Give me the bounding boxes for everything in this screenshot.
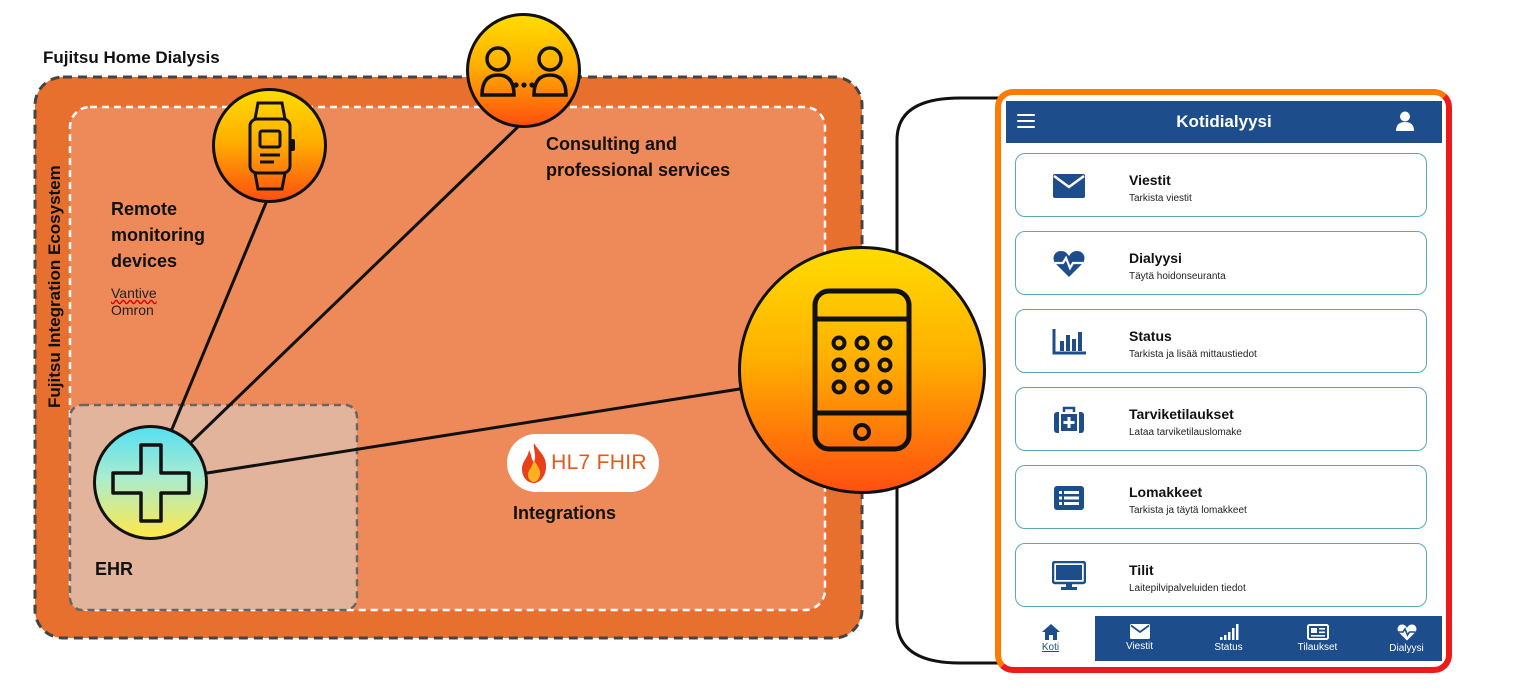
signal-bars-icon [1219, 624, 1238, 640]
nav-label: Koti [1041, 642, 1060, 653]
fhir-badge: HL7 FHIR [507, 434, 659, 492]
fhir-badge-text: HL7 FHIR [551, 451, 647, 474]
remote-monitoring-label: Remote monitoring devices [111, 199, 205, 271]
newspaper-icon [1306, 624, 1329, 640]
ehr-label: EHR [95, 559, 134, 579]
vendor-list: Vantive Omron [111, 285, 157, 319]
edge-ehr-consulting [148, 120, 525, 484]
app-header: Kotidialyysi [1006, 101, 1442, 143]
list-form-icon [1050, 482, 1088, 514]
mobile-node [738, 246, 986, 494]
nav-status[interactable]: Status [1184, 616, 1273, 661]
bottom-navigation: Koti Viestit Status Tilaukset Dialyysi [1006, 616, 1442, 661]
consulting-node [466, 13, 581, 128]
monitor-icon [1050, 560, 1088, 592]
medical-cross-icon [110, 442, 191, 523]
nav-label: Dialyysi [1389, 643, 1424, 654]
hamburger-menu-icon[interactable] [1017, 114, 1035, 132]
card-subtitle: Tarkista ja täytä lomakkeet [1129, 505, 1247, 516]
people-connection-icon [479, 45, 568, 97]
remote-monitoring-node [212, 88, 327, 203]
card-title: Tilit [1129, 562, 1154, 578]
nav-dialyysi[interactable]: Dialyysi [1362, 616, 1446, 661]
card-tarviketilaukset[interactable]: Tarviketilaukset Lataa tarviketilausloma… [1015, 387, 1427, 451]
smartphone-icon [812, 288, 912, 452]
card-status[interactable]: Status Tarkista ja lisää mittaustiedot [1015, 309, 1427, 373]
vendor-omron: Omron [111, 302, 154, 318]
card-dialyysi[interactable]: Dialyysi Täytä hoidonseuranta [1015, 231, 1427, 295]
integrations-label: Integrations [513, 503, 617, 523]
nav-tilaukset[interactable]: Tilaukset [1273, 616, 1362, 661]
card-subtitle: Lataa tarviketilauslomake [1129, 427, 1242, 438]
card-subtitle: Tarkista ja lisää mittaustiedot [1129, 349, 1257, 360]
nav-label: Viestit [1125, 641, 1154, 652]
card-title: Status [1129, 328, 1172, 344]
diagram-title: Fujitsu Home Dialysis [43, 48, 220, 67]
card-tilit[interactable]: Tilit Laitepilvipalveluiden tiedot [1015, 543, 1427, 607]
nav-label: Tilaukset [1297, 642, 1338, 653]
card-subtitle: Täytä hoidonseuranta [1129, 271, 1226, 282]
nav-koti[interactable]: Koti [1006, 616, 1095, 661]
home-icon [1041, 624, 1060, 640]
card-title: Dialyysi [1129, 250, 1182, 266]
mobile-app-screen: Kotidialyysi Viestit Tarkista viestit Di… [995, 89, 1452, 673]
card-subtitle: Laitepilvipalveluiden tiedot [1129, 583, 1246, 594]
envelope-icon [1050, 170, 1088, 202]
bar-chart-icon [1050, 326, 1088, 358]
heartbeat-icon [1397, 624, 1416, 641]
card-title: Tarviketilaukset [1129, 406, 1234, 422]
smartwatch-icon [248, 101, 295, 190]
fhir-flame-icon [522, 443, 547, 483]
vendor-vantive: Vantive [111, 285, 157, 301]
card-subtitle: Tarkista viestit [1129, 193, 1192, 204]
consulting-label: Consulting and professional services [546, 134, 731, 180]
medkit-icon [1050, 404, 1088, 436]
card-title: Viestit [1129, 172, 1171, 188]
nav-label: Status [1214, 642, 1243, 653]
card-viestit[interactable]: Viestit Tarkista viestit [1015, 153, 1427, 217]
envelope-icon [1129, 624, 1150, 639]
card-lomakkeet[interactable]: Lomakkeet Tarkista ja täytä lomakkeet [1015, 465, 1427, 529]
user-icon[interactable] [1396, 111, 1414, 131]
card-title: Lomakkeet [1129, 484, 1203, 500]
app-title: Kotidialyysi [1176, 112, 1272, 131]
heartbeat-icon [1050, 248, 1088, 280]
ehr-node [93, 425, 208, 540]
ecosystem-label: Fujitsu Integration Ecosystem [45, 165, 64, 408]
nav-viestit[interactable]: Viestit [1095, 616, 1184, 661]
